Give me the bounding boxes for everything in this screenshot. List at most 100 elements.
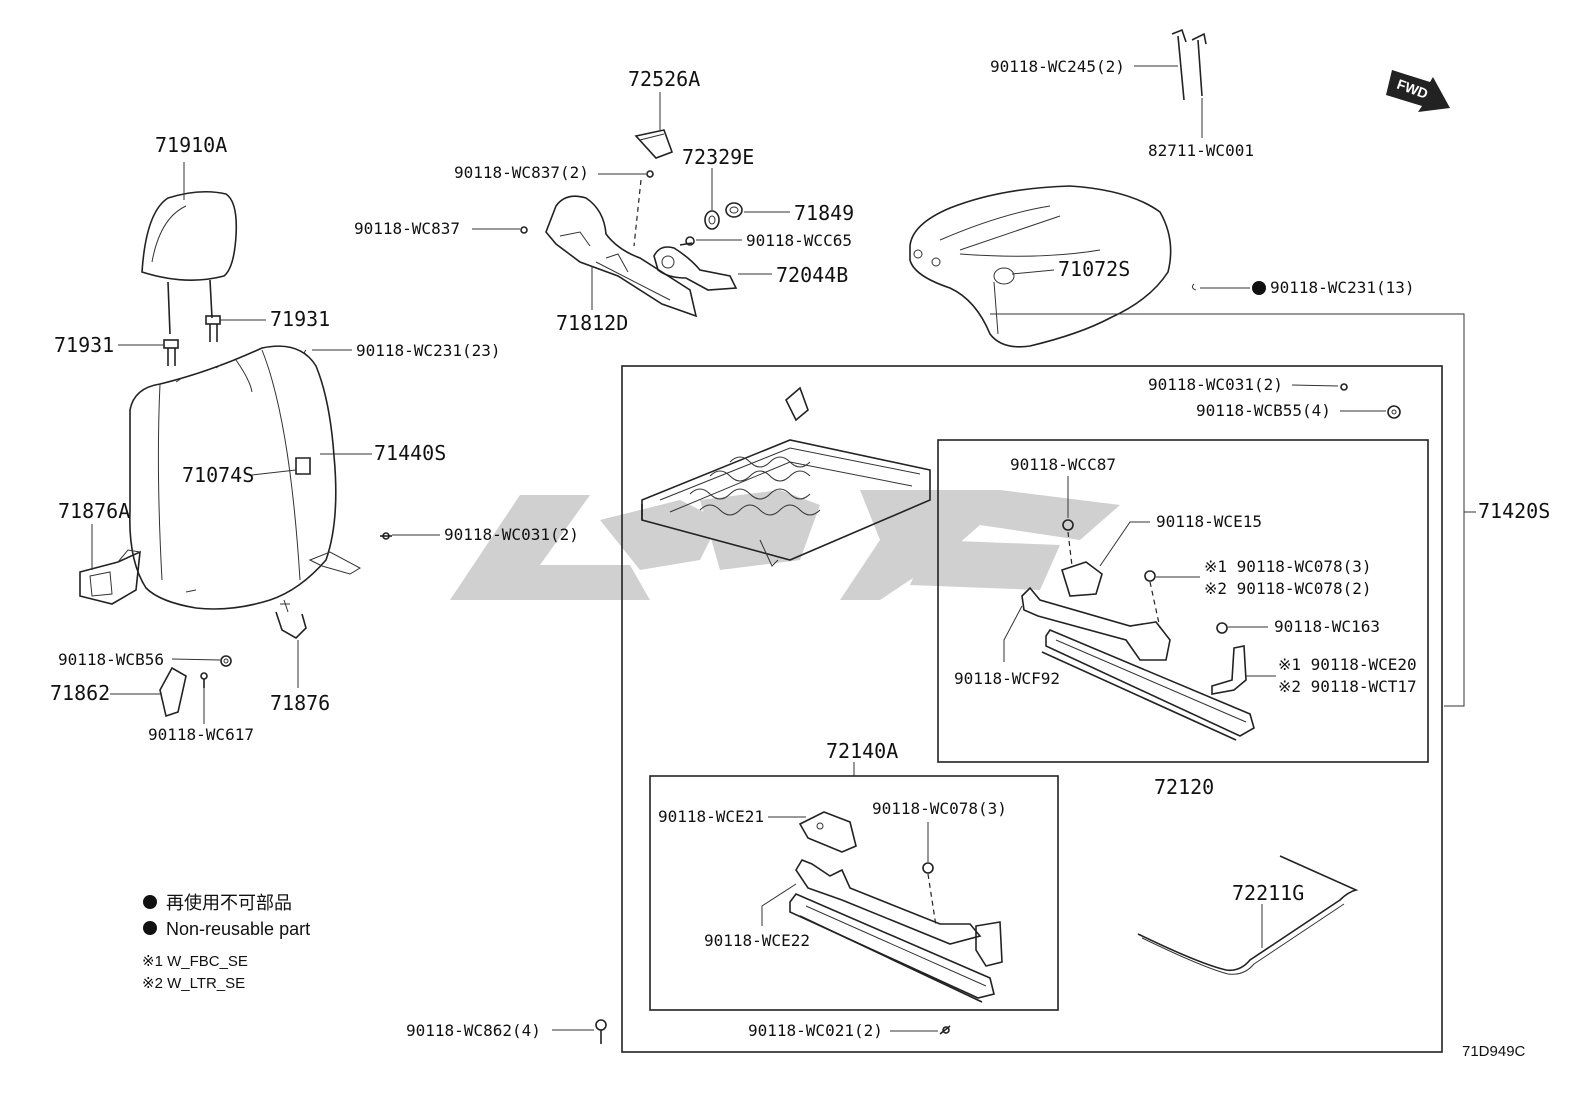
screw-wc837-2-icon <box>646 170 654 178</box>
bolt-wc021-icon <box>939 1025 951 1035</box>
slide-rail-72120-part <box>1021 586 1255 741</box>
label-71910a: 71910A <box>155 133 227 157</box>
legend-note-1: ※1 W_FBC_SE <box>142 953 248 970</box>
label-wc837: 90118-WC837 <box>354 219 460 238</box>
label-71812d: 71812D <box>556 311 628 335</box>
label-71931-right: 71931 <box>270 307 330 331</box>
label-72526a: 72526A <box>628 67 700 91</box>
bracket-wce15-part <box>1061 561 1103 597</box>
cover-71876a-part <box>79 549 141 605</box>
label-wc163: 90118-WC163 <box>1274 617 1380 636</box>
label-wcc87: 90118-WCC87 <box>1010 455 1116 474</box>
label-wce15: 90118-WCE15 <box>1156 512 1262 531</box>
slide-rail-72140a-part <box>789 859 1003 1003</box>
nut-wc078-icon <box>1144 570 1156 582</box>
watermark-logo <box>450 490 1120 600</box>
leader-71074s <box>251 469 297 476</box>
nut-wcb55-icon <box>1387 405 1401 419</box>
legend-nonreusable-jp: 再使用不可部品 <box>166 893 292 913</box>
label-wc837-2: 90118-WC837(2) <box>454 163 589 182</box>
screw-wc837-icon <box>520 226 528 234</box>
screw-wcc65-icon <box>679 236 695 246</box>
label-71876: 71876 <box>270 691 330 715</box>
label-72120: 72120 <box>1154 775 1214 799</box>
nut-wcb56-icon <box>220 655 232 667</box>
label-wc031-left: 90118-WC031(2) <box>444 525 579 544</box>
label-71862: 71862 <box>50 681 110 705</box>
label-wc617: 90118-WC617 <box>148 725 254 744</box>
leader-wcf92 <box>1003 605 1023 662</box>
label-71420s: 71420S <box>1478 499 1550 523</box>
label-82711: 82711-WC001 <box>1148 141 1254 160</box>
label-wc031-right: 90118-WC031(2) <box>1148 375 1283 394</box>
bolt-wc031-left <box>380 532 392 540</box>
bracket-72526a-part <box>634 129 674 159</box>
headrest-part <box>141 190 238 335</box>
label-71876a: 71876A <box>58 499 130 523</box>
nonreusable-dot-icon-2 <box>143 921 157 935</box>
bolt-wc862-icon <box>595 1019 607 1044</box>
seat-back-part <box>129 345 362 610</box>
headrest-guide-right <box>205 315 221 342</box>
leader-wce15 <box>1099 521 1150 567</box>
bracket-wce21-part <box>798 811 857 853</box>
cable-tie-wc245-icon <box>1171 28 1207 101</box>
label-72211g: 72211G <box>1232 881 1304 905</box>
nut-wc163-icon <box>1216 622 1228 634</box>
label-wce20: ※1 90118-WCE20 <box>1278 655 1417 674</box>
dash-wcc87 <box>1067 531 1073 567</box>
label-71074s: 71074S <box>182 463 254 487</box>
label-71849: 71849 <box>794 201 854 225</box>
legend-note-2: ※2 W_LTR_SE <box>142 975 245 992</box>
label-72329e: 72329E <box>682 145 754 169</box>
seat-cushion-part <box>909 185 1172 348</box>
fwd-arrow-icon: FWD <box>1386 70 1450 112</box>
label-wcb55: 90118-WCB55(4) <box>1196 401 1331 420</box>
label-wc078-b: 90118-WC078(3) <box>872 799 1007 818</box>
label-71440s: 71440S <box>374 441 446 465</box>
bracket-71420s <box>990 313 1465 707</box>
label-wc078-3: ※1 90118-WC078(3) <box>1204 557 1372 576</box>
bolt-wc617-icon <box>200 672 208 688</box>
frame-assembly-box <box>621 365 1443 1053</box>
cap-71849-icon <box>725 202 743 218</box>
label-wc078-2: ※2 90118-WC078(2) <box>1204 579 1372 598</box>
label-wct17: ※2 90118-WCT17 <box>1278 677 1417 696</box>
headrest-guide-left <box>163 339 179 366</box>
wire-72211g-part <box>1137 855 1359 975</box>
legend-nonreusable-en: Non-reusable part <box>166 919 310 939</box>
label-wce22: 90118-WCE22 <box>704 931 810 950</box>
washer-72329e-icon <box>704 210 720 230</box>
label-wc231-13: 90118-WC231(13) <box>1270 278 1415 297</box>
leader-wce22 <box>761 883 797 926</box>
dash-wc078 <box>1149 581 1161 629</box>
adjuster-72120-box <box>937 439 1429 763</box>
label-71072s: 71072S <box>1058 257 1130 281</box>
leader-wc031-right <box>1291 384 1339 387</box>
label-wcb56: 90118-WCB56 <box>58 650 164 669</box>
nut-wcc87-icon <box>1062 519 1074 531</box>
label-wc245: 90118-WC245(2) <box>990 57 1125 76</box>
label-wc021: 90118-WC021(2) <box>748 1021 883 1040</box>
label-72044b: 72044B <box>776 263 848 287</box>
label-wce21: 90118-WCE21 <box>658 807 764 826</box>
bolt-wc031-right-icon <box>1340 383 1348 391</box>
dash-wc837-2 <box>633 179 642 247</box>
label-wcf92: 90118-WCF92 <box>954 669 1060 688</box>
leader-wcb56 <box>171 658 221 661</box>
diagram-id: 71D949C <box>1462 1043 1526 1060</box>
nonreusable-dot-wc231-icon <box>1252 281 1266 295</box>
clip-71876-part <box>275 599 307 639</box>
trim-71862-part <box>159 666 187 718</box>
label-71931-left: 71931 <box>54 333 114 357</box>
label-wcc65: 90118-WCC65 <box>746 231 852 250</box>
seat-frame-part <box>641 386 931 567</box>
label-wc862: 90118-WC862(4) <box>406 1021 541 1040</box>
lever-72044b-part <box>653 246 738 291</box>
nut-wc078-b-icon <box>922 862 934 874</box>
label-wc231-23: 90118-WC231(23) <box>356 341 501 360</box>
leader-71072s <box>1011 269 1055 275</box>
label-72140a: 72140A <box>826 739 898 763</box>
